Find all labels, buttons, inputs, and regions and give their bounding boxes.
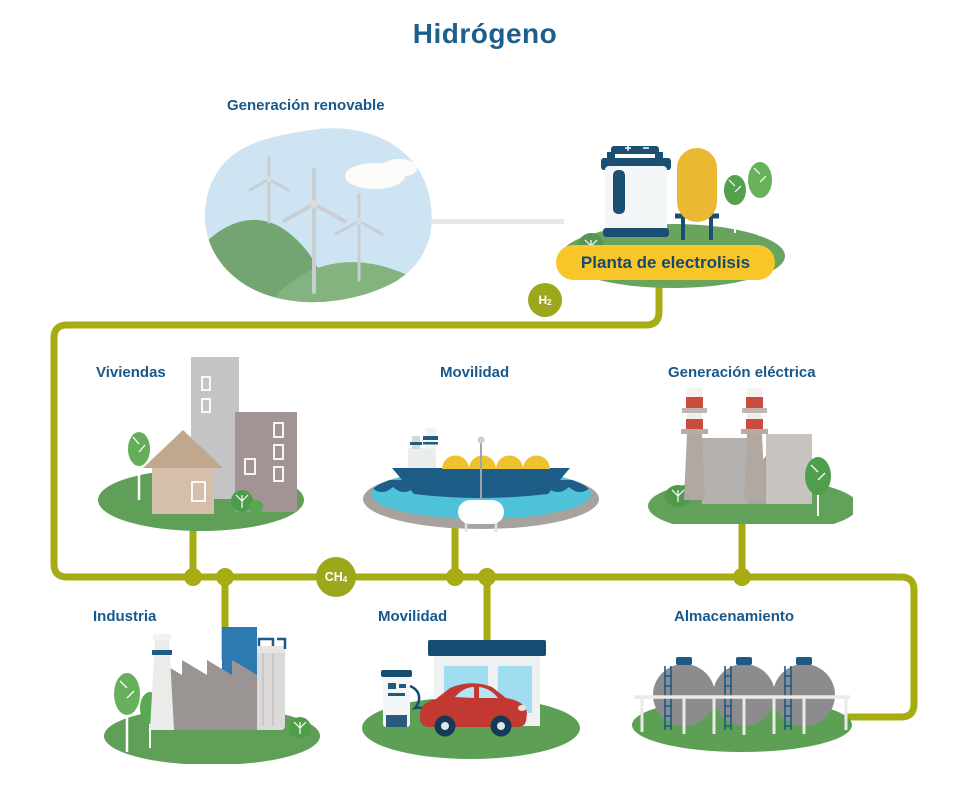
- label-generacion-renovable: Generación renovable: [227, 97, 385, 114]
- wind-to-plant-connector: [428, 219, 564, 224]
- trees: [724, 162, 772, 236]
- branch-pipes: [189, 505, 746, 660]
- small-storage-tank: [458, 500, 504, 532]
- bush: [289, 717, 311, 739]
- turbine-hubs: [266, 176, 362, 224]
- label-industria: Industria: [93, 608, 157, 625]
- pipes: [257, 637, 287, 649]
- label-viviendas: Viviendas: [96, 364, 166, 381]
- ship-illustration: [363, 428, 599, 532]
- spherical-tanks: [653, 664, 835, 726]
- chimney-1: [681, 388, 708, 500]
- bushes: [231, 490, 263, 514]
- main-pipe: [50, 281, 918, 721]
- tank-caps: [676, 657, 812, 665]
- chimney-2: [741, 388, 768, 500]
- label-generacion-electrica: Generación eléctrica: [668, 364, 816, 381]
- page-title: Hidrógeno: [412, 18, 558, 49]
- storage-tanks-illustration: [632, 657, 852, 752]
- label-almacenamiento: Almacenamiento: [674, 608, 795, 625]
- industria-illustration: [104, 627, 320, 764]
- viviendas-illustration: [98, 357, 304, 531]
- trees: [114, 673, 160, 752]
- pipe-junction-dots: [184, 568, 751, 586]
- label-movilidad-barco: Movilidad: [440, 364, 510, 381]
- fuel-dispenser: [381, 670, 431, 727]
- hydrogen-station-illustration: [362, 640, 580, 759]
- wind-turbines: [248, 155, 384, 294]
- factory-sawtooth: [157, 660, 257, 730]
- label-movilidad-coche: Movilidad: [378, 608, 448, 625]
- electrolyzer-tank: [601, 145, 671, 237]
- wind-farm-illustration: [204, 128, 432, 303]
- factory-chimney: [150, 634, 174, 730]
- house: [143, 430, 223, 514]
- hydrogen-storage-cylinder: [675, 148, 719, 240]
- tank-platform: [634, 695, 850, 735]
- planta-electrolisis-pill: Planta de electrolisis: [556, 245, 775, 280]
- tree: [805, 457, 831, 516]
- pill-label: Planta de electrolisis: [580, 252, 751, 272]
- red-car: [420, 683, 527, 737]
- power-plant-illustration: [648, 388, 853, 524]
- tree: [128, 432, 150, 500]
